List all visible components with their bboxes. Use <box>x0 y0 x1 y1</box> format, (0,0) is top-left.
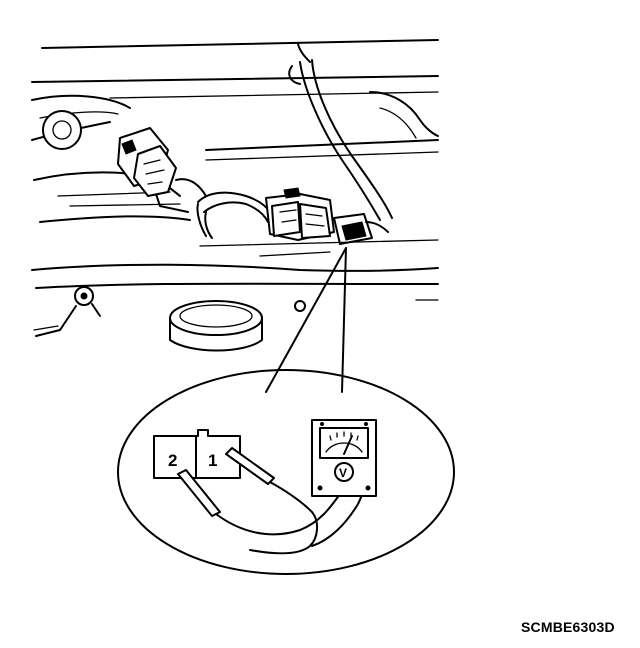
probe-pin-1 <box>225 447 318 555</box>
pin-2-label: 2 <box>168 451 177 470</box>
probe-pin-2 <box>177 469 301 536</box>
callout-pointer <box>265 247 347 393</box>
hose-fitting <box>42 110 82 150</box>
detail-callout: 2 1 V <box>117 369 455 575</box>
mount-bolt <box>74 286 94 306</box>
connector-assembly <box>265 187 373 245</box>
sensor-connector <box>117 127 177 197</box>
pin-1-label: 1 <box>208 451 217 470</box>
figure-code: SCMBE6303D <box>521 619 615 635</box>
voltmeter-symbol: V <box>339 466 347 480</box>
round-plug <box>169 300 263 352</box>
test-connector: 2 1 <box>153 429 241 479</box>
voltmeter: V <box>311 419 377 497</box>
engine-bay-illustration <box>31 39 439 352</box>
